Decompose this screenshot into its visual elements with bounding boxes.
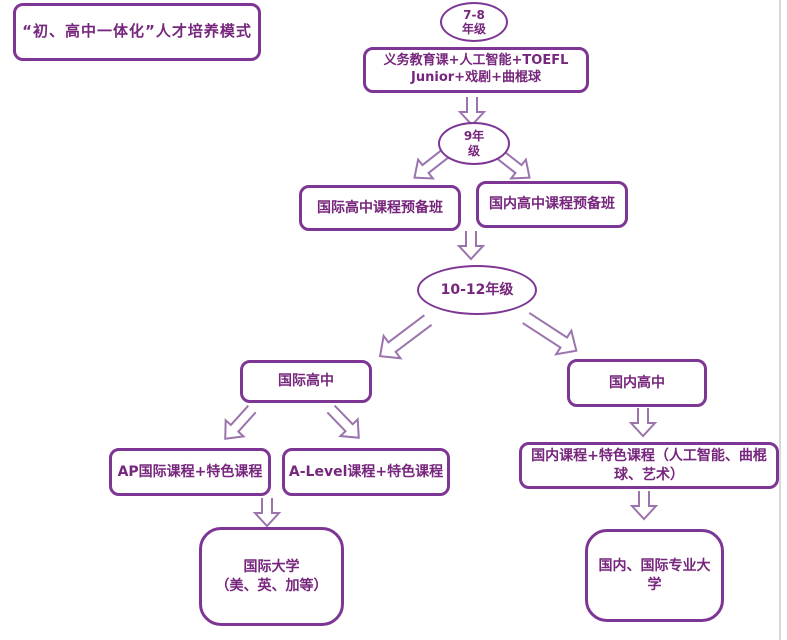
node-label: 年级 <box>461 22 486 36</box>
title-label: “初、高中一体化”人才培养模式 <box>22 22 252 41</box>
node-label: Junior+戏剧+曲棍球 <box>411 70 541 85</box>
node-label: 10-12年级 <box>440 281 514 298</box>
arrow-compulsory-to-grade9 <box>457 97 487 127</box>
node-alevel-course: A-Level课程+特色课程 <box>282 448 450 496</box>
node-label: 国内高中 <box>609 374 665 391</box>
node-label: 9年 <box>463 129 485 144</box>
node-grade-10-12: 10-12年级 <box>417 265 537 315</box>
arrow-domestic-hs-to-domestic-course <box>628 408 658 438</box>
arrow-grade9-to-domestic-prep <box>494 148 531 180</box>
node-compulsory-course: 义务教育课+人工智能+TOEFL Junior+戏剧+曲棍球 <box>363 47 589 93</box>
node-intl-university: 国际大学 （美、英、加等） <box>199 527 344 626</box>
arrow-prep-to-grade1012 <box>456 231 486 261</box>
node-label: 国内、国际专业大学 <box>598 558 711 593</box>
node-label: AP国际课程+特色课程 <box>117 463 263 480</box>
title-box: “初、高中一体化”人才培养模式 <box>13 3 261 61</box>
arrow-grade1012-to-domestic-hs <box>522 312 578 356</box>
arrow-intl-hs-to-alevel <box>326 404 360 439</box>
node-domestic-course: 国内课程+特色课程（人工智能、曲棍球、艺术） <box>519 442 779 489</box>
node-ap-course: AP国际课程+特色课程 <box>109 448 271 496</box>
arrow-courses-to-intl-university <box>252 498 282 528</box>
arrow-domestic-course-to-domestic-university <box>629 491 659 521</box>
node-domestic-university: 国内、国际专业大学 <box>585 529 724 622</box>
node-label: 国际大学 <box>243 559 300 576</box>
arrow-grade9-to-intl-prep <box>413 148 450 180</box>
node-label: 国内课程+特色课程（人工智能、曲棍球、艺术） <box>531 448 767 483</box>
node-grade-9: 9年 级 <box>438 122 510 165</box>
node-label: 国际高中课程预备班 <box>317 199 443 216</box>
node-intl-hs: 国际高中 <box>240 360 372 403</box>
node-domestic-hs: 国内高中 <box>567 359 707 407</box>
node-label: 7-8 <box>463 7 485 22</box>
node-label: 国际高中 <box>278 373 334 390</box>
node-domestic-hs-prep: 国内高中课程预备班 <box>476 181 628 228</box>
page-edge-line <box>779 0 781 640</box>
arrow-grade1012-to-intl-hs <box>378 314 433 360</box>
node-label: 级 <box>467 143 480 158</box>
node-label: 国内高中课程预备班 <box>489 196 615 213</box>
arrow-intl-hs-to-ap <box>224 404 257 440</box>
node-label: A-Level课程+特色课程 <box>288 463 444 480</box>
node-label: 义务教育课+人工智能+TOEFL <box>383 53 569 69</box>
node-grade-7-8: 7-8 年级 <box>440 2 508 42</box>
node-label: （美、英、加等） <box>215 577 328 594</box>
node-intl-hs-prep: 国际高中课程预备班 <box>299 185 461 231</box>
